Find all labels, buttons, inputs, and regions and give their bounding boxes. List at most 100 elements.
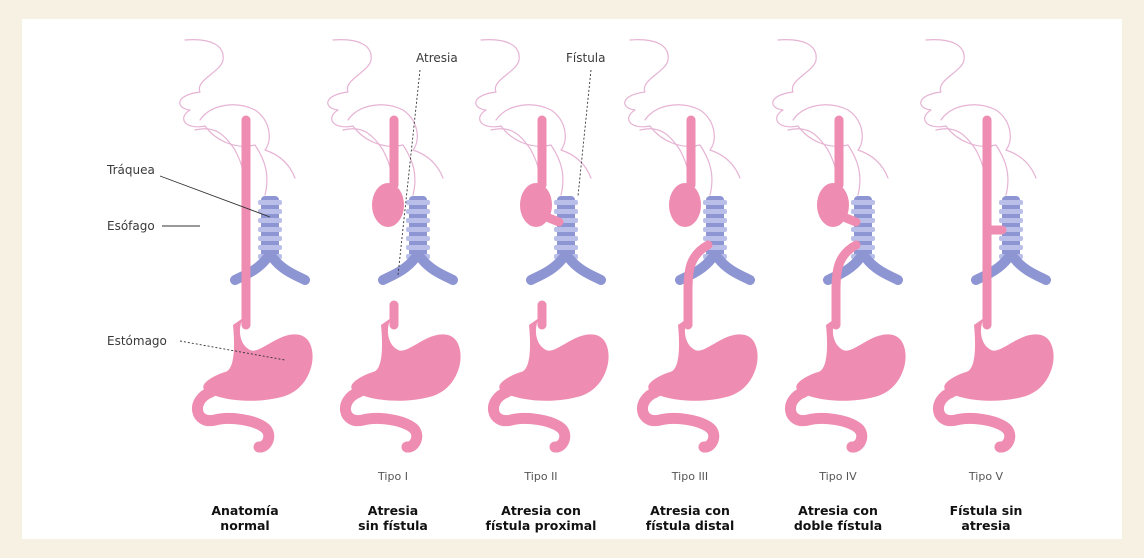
- trachea-ring: [703, 209, 727, 214]
- bronchus-right: [1014, 258, 1046, 280]
- trachea-ring: [999, 236, 1023, 241]
- trachea-ring: [703, 227, 727, 232]
- panel-title-line1: Atresia con: [501, 503, 581, 518]
- head-outline: [921, 40, 1008, 195]
- panel-title-line2: normal: [220, 518, 269, 533]
- palate-outline: [793, 105, 862, 150]
- panel-title-line2: sin fístula: [358, 518, 428, 533]
- palate-outline: [200, 105, 269, 150]
- label-estomago: Estómago: [107, 334, 167, 348]
- label-traquea: Tráquea: [106, 163, 155, 177]
- panel-3: [625, 40, 758, 447]
- trachea-ring: [851, 236, 875, 241]
- trachea-ring: [258, 200, 282, 205]
- trachea-ring: [406, 200, 430, 205]
- upper-pouch: [669, 183, 701, 227]
- panels-group: [180, 40, 1054, 447]
- trachea-ring: [406, 209, 430, 214]
- stomach: [351, 318, 460, 401]
- panel-title-line1: Fístula sin: [950, 503, 1023, 518]
- trachea-ring: [999, 209, 1023, 214]
- palate-outline: [348, 105, 417, 150]
- trachea-ring: [703, 218, 727, 223]
- stomach: [648, 318, 757, 401]
- trachea-ring: [406, 227, 430, 232]
- trachea-ring: [999, 200, 1023, 205]
- trachea-ring: [258, 245, 282, 250]
- bronchus-left: [531, 258, 563, 280]
- trachea-ring: [554, 227, 578, 232]
- tipo-label: Tipo V: [968, 470, 1004, 483]
- leader-traquea: [160, 176, 270, 217]
- fistula-proximal: [846, 218, 856, 222]
- trachea-ring: [554, 209, 578, 214]
- bronchus-right: [718, 258, 750, 280]
- label-esofago: Esófago: [107, 219, 155, 233]
- palate-outline: [645, 105, 714, 150]
- trachea-ring: [406, 218, 430, 223]
- fistula-proximal: [549, 218, 559, 222]
- trachea-ring: [406, 236, 430, 241]
- pharynx-outline: [1006, 150, 1036, 178]
- bronchus-left: [976, 258, 1008, 280]
- pharynx-outline: [265, 150, 295, 178]
- bronchus-right: [273, 258, 305, 280]
- palate-outline: [941, 105, 1010, 150]
- trachea-ring: [554, 200, 578, 205]
- panel-title-line1: Atresia: [368, 503, 418, 518]
- trachea-ring: [554, 245, 578, 250]
- trachea-ring: [258, 209, 282, 214]
- panel-title-line2: atresia: [961, 518, 1010, 533]
- tipo-label: Tipo II: [523, 470, 557, 483]
- bronchus-right: [569, 258, 601, 280]
- stomach: [944, 318, 1053, 401]
- tipo-label: Tipo IV: [818, 470, 857, 483]
- panel-2: [476, 40, 609, 447]
- trachea-ring: [703, 236, 727, 241]
- trachea-ring: [258, 236, 282, 241]
- trachea-ring: [258, 227, 282, 232]
- tongue-outline: [640, 129, 688, 185]
- trachea-ring: [554, 236, 578, 241]
- stomach: [796, 318, 905, 401]
- panel-5: [921, 40, 1054, 447]
- tipo-label: Tipo III: [671, 470, 708, 483]
- panel-1: [328, 40, 461, 447]
- trachea-ring: [258, 218, 282, 223]
- captions-group: AnatomíanormalTipo IAtresiasin fístulaTi…: [211, 470, 1022, 533]
- tongue-outline: [788, 129, 836, 185]
- label-atresia: Atresia: [416, 51, 458, 65]
- panel-title-line1: Atresia con: [798, 503, 878, 518]
- pharynx-outline: [858, 150, 888, 178]
- label-fistula: Fístula: [566, 51, 606, 65]
- panel-title-line2: fístula proximal: [486, 518, 597, 533]
- tongue-outline: [936, 129, 984, 185]
- panel-title-line1: Anatomía: [211, 503, 278, 518]
- bronchus-left: [235, 258, 267, 280]
- head-outline: [625, 40, 712, 195]
- trachea-ring: [999, 245, 1023, 250]
- palate-outline: [496, 105, 565, 150]
- trachea-ring: [406, 245, 430, 250]
- head-outline: [476, 40, 563, 195]
- bronchus-right: [421, 258, 453, 280]
- pharynx-outline: [413, 150, 443, 178]
- panel-title-line2: doble fístula: [794, 518, 882, 533]
- trachea-ring: [999, 218, 1023, 223]
- pharynx-outline: [710, 150, 740, 178]
- tongue-outline: [195, 129, 243, 185]
- tongue-outline: [491, 129, 539, 185]
- stomach: [499, 318, 608, 401]
- trachea-ring: [851, 209, 875, 214]
- head-outline: [773, 40, 860, 195]
- head-outline: [328, 40, 415, 195]
- leader-fistula: [578, 70, 591, 196]
- head-outline: [180, 40, 267, 195]
- upper-pouch: [372, 183, 404, 227]
- trachea-ring: [851, 200, 875, 205]
- stomach: [203, 318, 312, 401]
- tongue-outline: [343, 129, 391, 185]
- panel-0: [180, 40, 313, 447]
- panel-title-line2: fístula distal: [646, 518, 734, 533]
